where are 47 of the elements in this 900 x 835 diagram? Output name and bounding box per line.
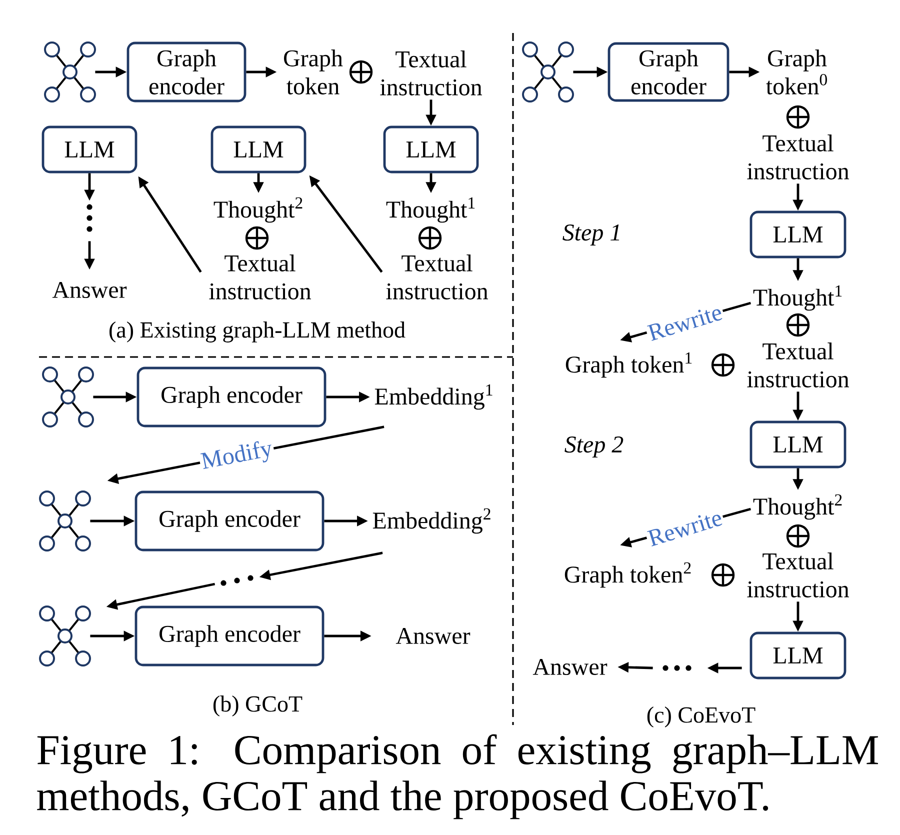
edge-label: Rewrite: [644, 507, 726, 549]
edge-label: Rewrite: [644, 302, 726, 344]
node-label: Graph token$^{0}$: [766, 50, 827, 94]
node-label: Thought$^{2}$: [753, 494, 842, 520]
node-label: Graph token$^{2}$: [564, 562, 691, 588]
process-box: LLM: [750, 420, 846, 468]
panel-caption: (a) Existing graph-LLM method: [110, 322, 406, 342]
graph-icon: [44, 42, 96, 102]
panel-caption: (b) GCoT: [213, 696, 302, 716]
ellipsis-dots: [86, 204, 92, 232]
process-box: Graph encoder: [134, 606, 324, 666]
graph-icon: [42, 366, 94, 428]
process-box: LLM: [210, 126, 306, 174]
node-label: Textual instruction: [209, 254, 311, 300]
node-label: Thought$^{1}$: [753, 285, 842, 311]
graph-icon: [39, 606, 91, 666]
process-box: Graph encoder: [134, 490, 324, 552]
node-label: Textual instruction: [747, 552, 849, 598]
process-box: LLM: [383, 126, 479, 174]
process-box: Graph encoder: [608, 42, 730, 102]
node-label: Textual instruction: [386, 254, 488, 300]
figure-caption: Figure 1: Comparison of existing graph–LLM methods, GCoT and the proposed CoEvoT.: [37, 734, 878, 820]
node-label: Textual instruction: [747, 342, 849, 388]
node-label: Textual instruction: [747, 134, 849, 180]
node-label: Thought$^{1}$: [386, 197, 475, 223]
edge-label: Modify: [198, 437, 276, 476]
step-label: Step 1: [562, 224, 620, 246]
process-box: Graph encoder: [126, 42, 246, 102]
node-label: Graph token$^{1}$: [566, 352, 692, 378]
process-box: LLM: [42, 126, 138, 174]
process-box: Graph encoder: [136, 366, 326, 428]
node-label: Embedding$^{2}$: [372, 508, 490, 534]
process-box: LLM: [750, 210, 846, 258]
node-label: Answer: [396, 628, 470, 644]
graph-icon: [39, 490, 91, 552]
ellipsis-dots: [220, 575, 254, 586]
panel-caption: (c) CoEvoT: [647, 706, 756, 728]
node-label: Answer: [532, 658, 608, 676]
node-label: Embedding$^{1}$: [374, 384, 492, 410]
node-label: Graph token: [284, 50, 343, 94]
ellipsis-dots: [662, 665, 692, 671]
step-label: Step 2: [564, 436, 624, 458]
node-label: Answer: [52, 282, 127, 298]
process-box: LLM: [750, 632, 846, 680]
node-label: Textual instruction: [380, 50, 482, 96]
node-label: Thought$^{2}$: [214, 197, 302, 223]
graph-icon: [522, 42, 574, 102]
